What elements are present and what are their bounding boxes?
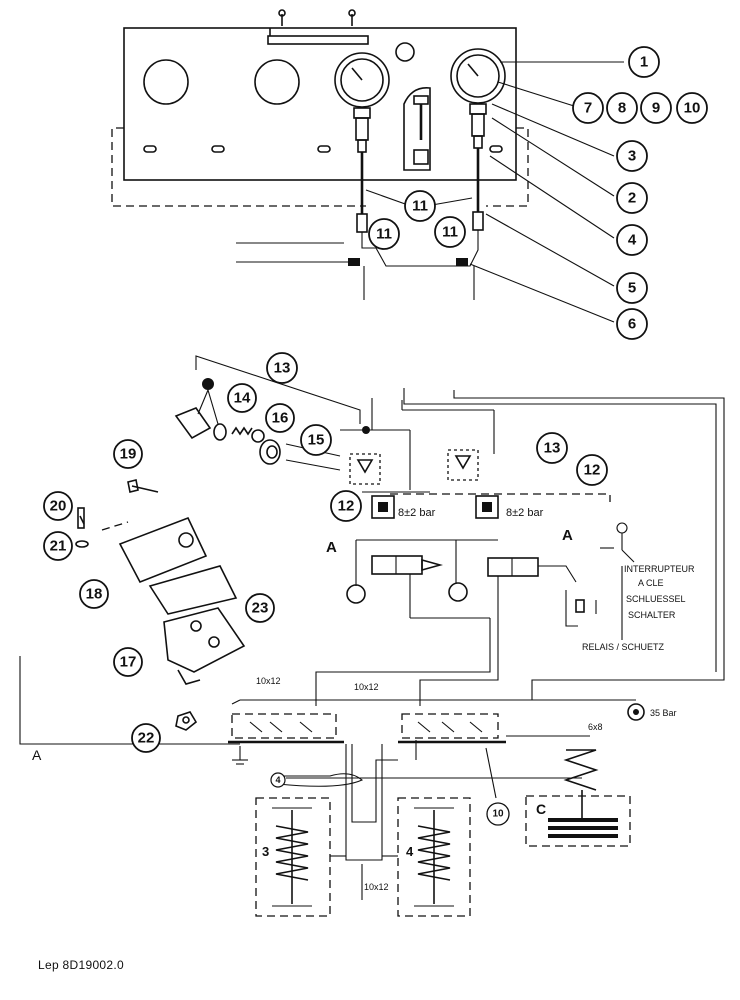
callout-23: 23 bbox=[245, 593, 275, 623]
callout-21: 21 bbox=[43, 531, 73, 561]
brake-manifold-left bbox=[228, 699, 636, 765]
pipe-label-1: 10x12 bbox=[256, 676, 281, 686]
valve-block bbox=[315, 388, 725, 706]
drawing-reference: Lep 8D19002.0 bbox=[38, 958, 124, 972]
svg-text:10: 10 bbox=[684, 100, 701, 117]
switch-label-line2: A CLE bbox=[638, 578, 664, 588]
svg-text:4: 4 bbox=[275, 775, 280, 785]
callout-22: 22 bbox=[131, 723, 161, 753]
brake-pipes-bottom bbox=[271, 744, 582, 900]
svg-text:20: 20 bbox=[50, 498, 67, 515]
callout-10-small: 10 bbox=[486, 802, 510, 826]
pressure-gauge-right bbox=[450, 48, 506, 231]
callout-6: 6 bbox=[616, 308, 648, 340]
svg-text:9: 9 bbox=[652, 100, 660, 117]
pipe-label-3: 10x12 bbox=[364, 882, 389, 892]
svg-text:22: 22 bbox=[138, 730, 155, 747]
pipe-label-2: 10x12 bbox=[354, 682, 379, 692]
callout-11-b: 11 bbox=[368, 218, 400, 250]
callout-1: 1 bbox=[628, 46, 660, 78]
switch-label-line4: SCHALTER bbox=[628, 610, 676, 620]
callout-5: 5 bbox=[616, 272, 648, 304]
callout-17: 17 bbox=[113, 647, 143, 677]
switch-label-line1: INTERRUPTEUR bbox=[624, 564, 695, 574]
label-a-left: A bbox=[326, 539, 337, 556]
svg-text:16: 16 bbox=[272, 410, 289, 427]
label-a-right: A bbox=[562, 527, 573, 544]
panel-hole-mid bbox=[254, 59, 300, 105]
brake-cylinder-c bbox=[525, 749, 631, 847]
svg-text:5: 5 bbox=[628, 280, 636, 297]
svg-text:11: 11 bbox=[376, 226, 392, 243]
callout-7: 7 bbox=[572, 92, 604, 124]
callout-13-b: 13 bbox=[536, 432, 568, 464]
svg-text:11: 11 bbox=[412, 198, 428, 215]
exploded-parts-left bbox=[19, 479, 246, 745]
svg-text:13: 13 bbox=[544, 440, 561, 457]
brake-cylinder-4 bbox=[382, 797, 471, 917]
callout-11-a: 11 bbox=[404, 190, 436, 222]
callout-4-small: 4 bbox=[270, 772, 286, 788]
svg-text:17: 17 bbox=[120, 654, 137, 671]
brake-label-c: C bbox=[536, 801, 546, 817]
svg-text:10: 10 bbox=[492, 809, 504, 820]
callout-10: 10 bbox=[676, 92, 708, 124]
pressure-label-right: 8±2 bar bbox=[506, 507, 544, 519]
svg-text:18: 18 bbox=[86, 586, 103, 603]
callout-11-c: 11 bbox=[434, 216, 466, 248]
callout-15: 15 bbox=[300, 424, 332, 456]
callout-12-b: 12 bbox=[576, 454, 608, 486]
svg-text:15: 15 bbox=[308, 432, 325, 449]
svg-text:2: 2 bbox=[628, 190, 636, 207]
key-switch-and-relay bbox=[565, 522, 635, 640]
callout-8: 8 bbox=[606, 92, 638, 124]
svg-text:12: 12 bbox=[584, 462, 601, 479]
central-bracket bbox=[236, 87, 479, 300]
svg-text:6: 6 bbox=[628, 316, 636, 333]
svg-text:4: 4 bbox=[628, 232, 637, 249]
label-a-bottom: A bbox=[32, 747, 42, 763]
brake-label-3: 3 bbox=[262, 844, 269, 859]
pressure-gauge-left bbox=[334, 52, 390, 233]
leader-lines-top bbox=[365, 61, 624, 323]
svg-text:19: 19 bbox=[120, 446, 137, 463]
callout-4: 4 bbox=[616, 224, 648, 256]
callout-16: 16 bbox=[265, 403, 295, 433]
callout-18: 18 bbox=[79, 579, 109, 609]
svg-text:11: 11 bbox=[442, 224, 458, 241]
svg-text:3: 3 bbox=[628, 148, 636, 165]
brake-manifold-right bbox=[398, 703, 645, 799]
brake-cylinder-3 bbox=[255, 797, 346, 917]
svg-text:23: 23 bbox=[252, 600, 269, 617]
pressure-label-left: 8±2 bar bbox=[398, 507, 436, 519]
callout-12-a: 12 bbox=[330, 490, 362, 522]
pipe-label-4: 6x8 bbox=[588, 722, 603, 732]
svg-text:8: 8 bbox=[618, 100, 626, 117]
brake-label-4: 4 bbox=[406, 844, 414, 859]
relay-label: RELAIS / SCHUETZ bbox=[582, 642, 665, 652]
supply-pressure-label: 35 Bar bbox=[650, 708, 677, 718]
callout-14: 14 bbox=[227, 383, 257, 413]
svg-text:14: 14 bbox=[234, 390, 251, 407]
callout-9: 9 bbox=[640, 92, 672, 124]
svg-text:7: 7 bbox=[584, 100, 592, 117]
callout-3: 3 bbox=[616, 140, 648, 172]
callout-20: 20 bbox=[43, 491, 73, 521]
panel-hole-left bbox=[143, 59, 189, 105]
callout-2: 2 bbox=[616, 182, 648, 214]
gauge-panel bbox=[111, 9, 529, 207]
callout-13-a: 13 bbox=[266, 352, 298, 384]
svg-text:13: 13 bbox=[274, 360, 291, 377]
callout-19: 19 bbox=[113, 439, 143, 469]
svg-text:12: 12 bbox=[338, 498, 355, 515]
switch-label-line3: SCHLUESSEL bbox=[626, 594, 686, 604]
svg-text:1: 1 bbox=[640, 54, 648, 71]
svg-text:21: 21 bbox=[50, 538, 67, 555]
